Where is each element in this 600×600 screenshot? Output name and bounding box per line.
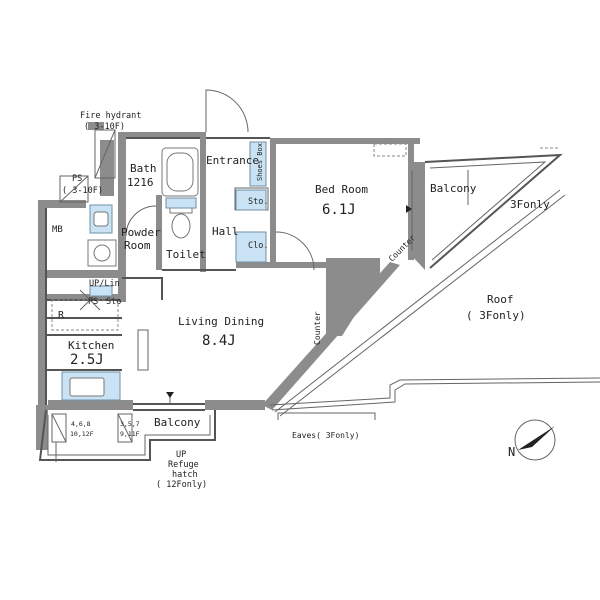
refuge-label-2: hatch [172,470,198,480]
bed-room-label: Bed Room [315,183,368,196]
bath-label: Bath [130,162,157,175]
mb-label: MB [52,225,63,235]
living-dining-label: Living Dining [178,315,264,328]
walls [36,122,425,450]
counter-center-label: Counter [313,311,322,345]
shoes-box [249,141,267,187]
up-lin-label: UP/Lin [89,279,120,289]
kitchen-label: Kitchen [68,339,114,352]
fire-hydrant-label: Fire hydrant [80,111,141,121]
ps-top-label: PS [72,174,82,184]
roof-label: Roof [487,293,514,306]
ps-top-floors: ( 3-10F) [62,186,103,196]
tag-right-2: 9,11F [120,430,140,438]
hall-label: Hall [212,225,239,238]
tag-right-1: 3,5,7 [120,420,140,428]
closet-box [235,231,267,263]
balcony-east-label: Balcony [430,182,477,195]
ps-mid-label: PS [88,297,98,307]
kitchen-size: 2.5J [70,352,104,368]
living-size: 8.4J [202,333,236,349]
powder-room-label-2: Room [124,239,151,252]
r-mark: R [58,310,65,321]
refuge-label-1: Refuge [168,460,199,470]
balcony-south-label: Balcony [154,416,201,429]
tag-left-1: 4,6,8 [71,420,91,428]
sto-upper-label: Sto. [248,197,268,207]
stove-icon [51,299,119,331]
up-label: UP [176,450,186,460]
compass-icon: N [508,419,556,461]
eaves-label: Eaves( 3Fonly) [292,431,359,440]
sto-mid-label: Sto [106,297,121,307]
bath-size: 1216 [127,176,154,189]
room-labels: Fire hydrant ( 3-10F) PS ( 3-10F) Bath 1… [52,111,550,490]
powder-room-label-1: Powder [121,226,161,239]
clo-label: Clo. [248,241,268,251]
tag-left-2: 10,12F [70,430,94,438]
fixtures [51,141,267,462]
refuge-label-3: ( 12Fonly) [156,480,207,490]
north-label: N [508,445,515,459]
entrance-label: Entrance [206,154,259,167]
floor-only-east: 3Fonly [510,198,550,211]
shoes-box-label: Shoes Box [256,143,264,181]
toilet-label: Toilet [166,248,206,261]
roof-floor-label: ( 3Fonly) [466,309,526,322]
fire-hydrant-floors: ( 3-10F) [84,122,125,132]
bed-room-size: 6.1J [322,202,356,218]
